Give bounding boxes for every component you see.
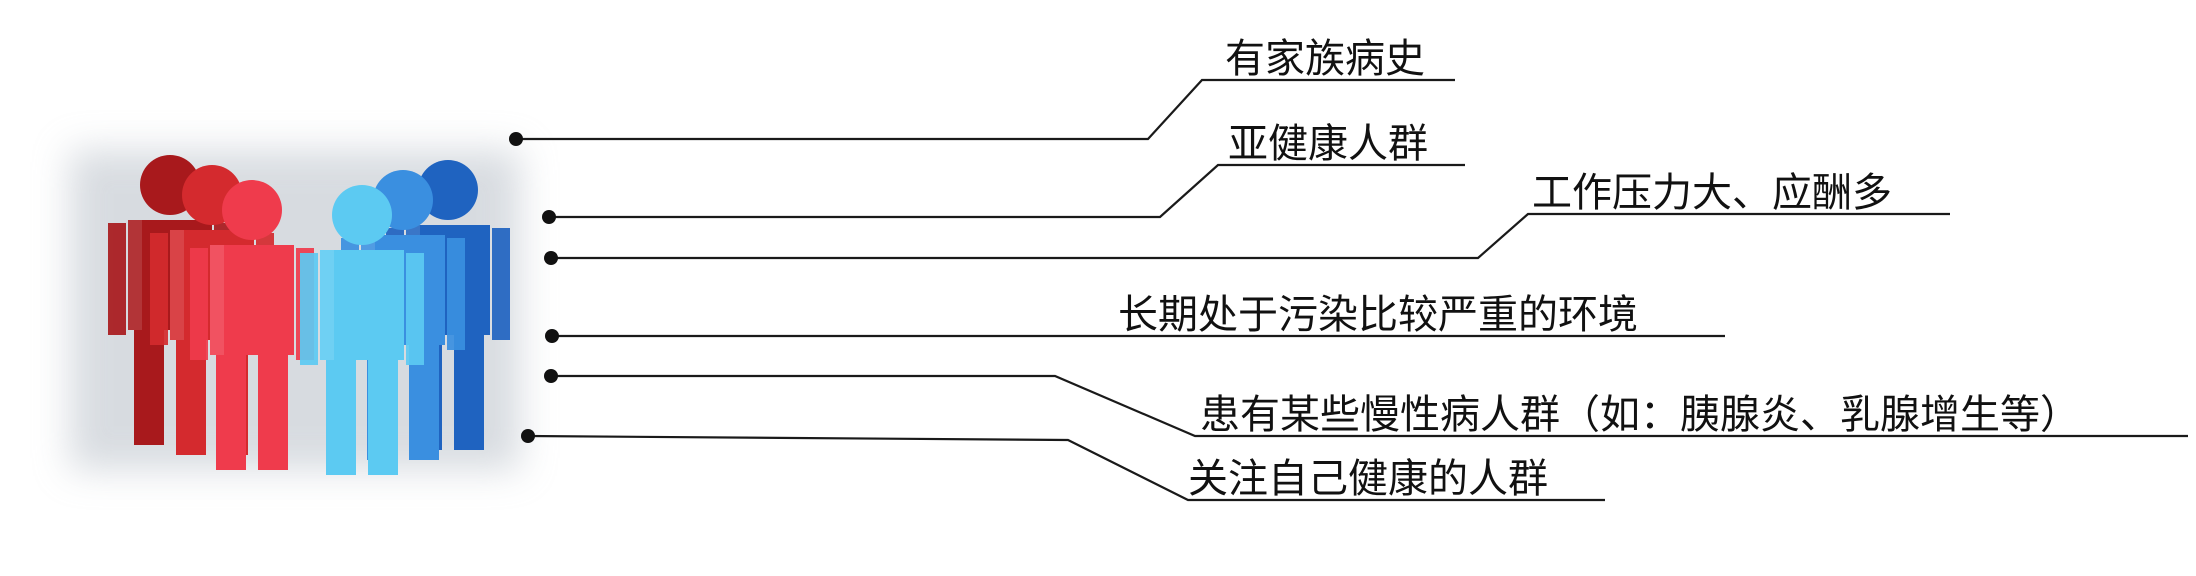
person-head	[332, 185, 392, 245]
people-illustration	[70, 150, 520, 475]
callout-item: 长期处于污染比较严重的环境	[545, 292, 1725, 343]
person-highlight	[128, 220, 142, 330]
connector-line	[551, 212, 1950, 260]
person-torso	[320, 250, 404, 360]
light-blue-person	[300, 185, 424, 475]
callout-label: 患有某些慢性病人群（如：胰腺炎、乳腺增生等）	[1200, 392, 2080, 438]
callout-label: 亚健康人群	[1228, 121, 1428, 167]
person-arm	[108, 223, 126, 335]
callout-label: 有家族病史	[1225, 36, 1425, 82]
callout-item: 关注自己健康的人群	[521, 429, 1605, 502]
person-arm	[150, 233, 168, 345]
person-highlight	[210, 245, 224, 355]
bullet-dot	[542, 210, 556, 224]
callout-item: 有家族病史	[509, 36, 1455, 146]
bullet-dot	[544, 369, 558, 383]
callout-label: 长期处于污染比较严重的环境	[1118, 292, 1638, 338]
person-arm	[492, 228, 510, 340]
connector-line	[516, 78, 1455, 141]
bullet-dot	[544, 251, 558, 265]
person-leg	[258, 352, 288, 470]
person-leg	[454, 332, 484, 450]
person-head	[222, 180, 282, 240]
person-leg	[368, 357, 398, 475]
person-arm	[300, 253, 318, 365]
bullet-dot	[509, 132, 523, 146]
people-figures	[108, 155, 510, 475]
callout-item: 患有某些慢性病人群（如：胰腺炎、乳腺增生等）	[544, 369, 2188, 438]
bullet-dot	[521, 429, 535, 443]
person-leg	[326, 357, 356, 475]
connector-line	[549, 163, 1465, 219]
callout-label: 关注自己健康的人群	[1188, 456, 1548, 502]
callout-label: 工作压力大、应酬多	[1532, 170, 1892, 216]
callout-item: 亚健康人群	[542, 121, 1465, 224]
callout-list: 有家族病史亚健康人群工作压力大、应酬多长期处于污染比较严重的环境患有某些慢性病人…	[509, 36, 2188, 502]
person-arm	[190, 248, 208, 360]
person-highlight	[320, 250, 334, 360]
callout-item: 工作压力大、应酬多	[544, 170, 1950, 265]
person-torso	[210, 245, 294, 355]
person-arm	[447, 238, 465, 350]
connector-line	[527, 434, 1605, 502]
person-highlight	[170, 230, 184, 340]
person-head	[418, 160, 478, 220]
person-leg	[216, 352, 246, 470]
person-leg	[134, 327, 164, 445]
person-arm	[406, 253, 424, 365]
bullet-dot	[545, 329, 559, 343]
connector-line	[551, 374, 2188, 438]
